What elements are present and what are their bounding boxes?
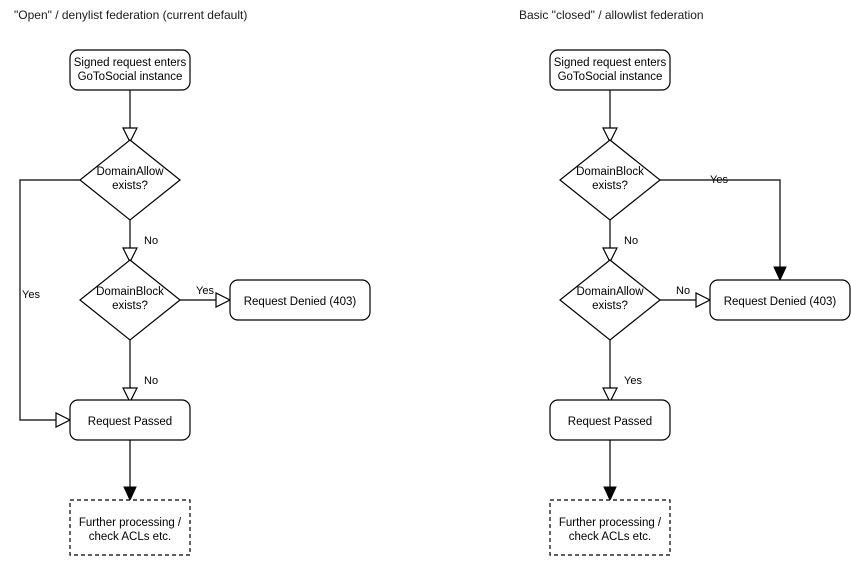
column-title-left: "Open" / denylist federation (current de… — [14, 8, 247, 22]
node-further-processing-right[interactable]: Further processing / check ACLs etc. — [549, 499, 671, 556]
edge-allow-yes-to-passed-right: Yes — [602, 340, 642, 404]
edge-passed-to-further-left — [123, 440, 137, 502]
domainallow-label-line2-right: exists? — [592, 300, 628, 312]
edge-label-block-yes-right: Yes — [710, 174, 728, 186]
arrowhead-open-icon — [55, 412, 72, 428]
entry-label-line2-right: GoToSocial instance — [558, 71, 663, 83]
request-denied-label-left: Request Denied (403) — [244, 296, 357, 308]
edge-entry-to-block-right — [602, 90, 618, 144]
arrowhead-filled-icon — [123, 486, 137, 502]
further-processing-label-line1-right: Further processing / — [559, 517, 662, 529]
arrowhead-open-icon — [122, 127, 138, 144]
node-decision-domainallow-left[interactable]: DomainAllow exists? — [79, 139, 181, 221]
domainallow-label-line1-left: DomainAllow — [96, 166, 164, 178]
edge-label-allow-yes-left: Yes — [22, 289, 40, 301]
arrowhead-open-icon — [215, 292, 232, 308]
edge-passed-to-further-right — [603, 440, 617, 502]
edge-allow-yes-to-passed-left: Yes — [19, 179, 80, 428]
node-entry-left[interactable]: Signed request enters GoToSocial instanc… — [69, 49, 191, 91]
column-title-right: Basic "closed" / allowlist federation — [519, 8, 704, 22]
column-closed-allowlist: Basic "closed" / allowlist federation Si… — [519, 8, 851, 556]
request-denied-label-right: Request Denied (403) — [724, 296, 837, 308]
node-further-processing-left[interactable]: Further processing / check ACLs etc. — [69, 499, 191, 556]
entry-label-line1-left: Signed request enters — [74, 57, 187, 69]
domainblock-label-line1-right: DomainBlock — [576, 166, 644, 178]
edge-block-yes-to-denied-right: Yes — [660, 174, 787, 282]
edge-block-yes-to-denied-left: Yes — [180, 285, 232, 308]
arrowhead-filled-icon — [603, 486, 617, 502]
edge-entry-to-allow-left — [122, 90, 138, 144]
entry-label-line1-right: Signed request enters — [554, 57, 667, 69]
arrowhead-open-icon — [122, 387, 138, 404]
request-denied-box-left[interactable] — [229, 279, 371, 321]
arrowhead-open-icon — [695, 292, 712, 308]
edge-label-block-yes-left: Yes — [196, 285, 214, 297]
request-denied-box-right[interactable] — [709, 279, 851, 321]
entry-box-left[interactable] — [69, 49, 191, 91]
edge-block-no-to-allow-right: No — [602, 220, 638, 264]
node-request-denied-left[interactable]: Request Denied (403) — [229, 279, 371, 321]
edge-label-block-no-right: No — [624, 235, 638, 247]
request-passed-label-left: Request Passed — [88, 416, 172, 428]
domainblock-label-line2-right: exists? — [592, 180, 628, 192]
arrowhead-filled-icon — [773, 266, 787, 282]
further-processing-box-left[interactable] — [69, 499, 191, 556]
node-entry-right[interactable]: Signed request enters GoToSocial instanc… — [549, 49, 671, 91]
edge-label-block-no-left: No — [144, 375, 158, 387]
domainblock-label-line2-left: exists? — [112, 300, 148, 312]
domainallow-label-line2-left: exists? — [112, 180, 148, 192]
edge-label-allow-no-left: No — [144, 235, 158, 247]
domainblock-label-line1-left: DomainBlock — [96, 286, 164, 298]
arrowhead-open-icon — [602, 127, 618, 144]
further-processing-label-line1-left: Further processing / — [79, 517, 182, 529]
request-passed-label-right: Request Passed — [568, 416, 652, 428]
entry-label-line2-left: GoToSocial instance — [78, 71, 183, 83]
edge-label-allow-yes-right: Yes — [624, 375, 642, 387]
arrowhead-open-icon — [122, 247, 138, 264]
further-processing-box-right[interactable] — [549, 499, 671, 556]
node-request-passed-right[interactable]: Request Passed — [549, 399, 671, 441]
column-open-denylist: "Open" / denylist federation (current de… — [14, 8, 371, 556]
node-request-denied-right[interactable]: Request Denied (403) — [709, 279, 851, 321]
node-decision-domainblock-left[interactable]: DomainBlock exists? — [79, 259, 181, 341]
further-processing-label-line2-right: check ACLs etc. — [569, 531, 651, 543]
further-processing-label-line2-left: check ACLs etc. — [89, 531, 171, 543]
entry-box-right[interactable] — [549, 49, 671, 91]
edge-label-allow-no-right: No — [676, 285, 690, 297]
edge-allow-no-to-block-left: No — [122, 220, 158, 264]
edge-block-no-to-passed-left: No — [122, 340, 158, 404]
arrowhead-open-icon — [602, 247, 618, 264]
arrowhead-open-icon — [602, 387, 618, 404]
node-decision-domainallow-right[interactable]: DomainAllow exists? — [559, 259, 661, 341]
node-request-passed-left[interactable]: Request Passed — [69, 399, 191, 441]
edge-allow-no-to-denied-right: No — [660, 285, 712, 308]
domainallow-label-line1-right: DomainAllow — [576, 286, 644, 298]
